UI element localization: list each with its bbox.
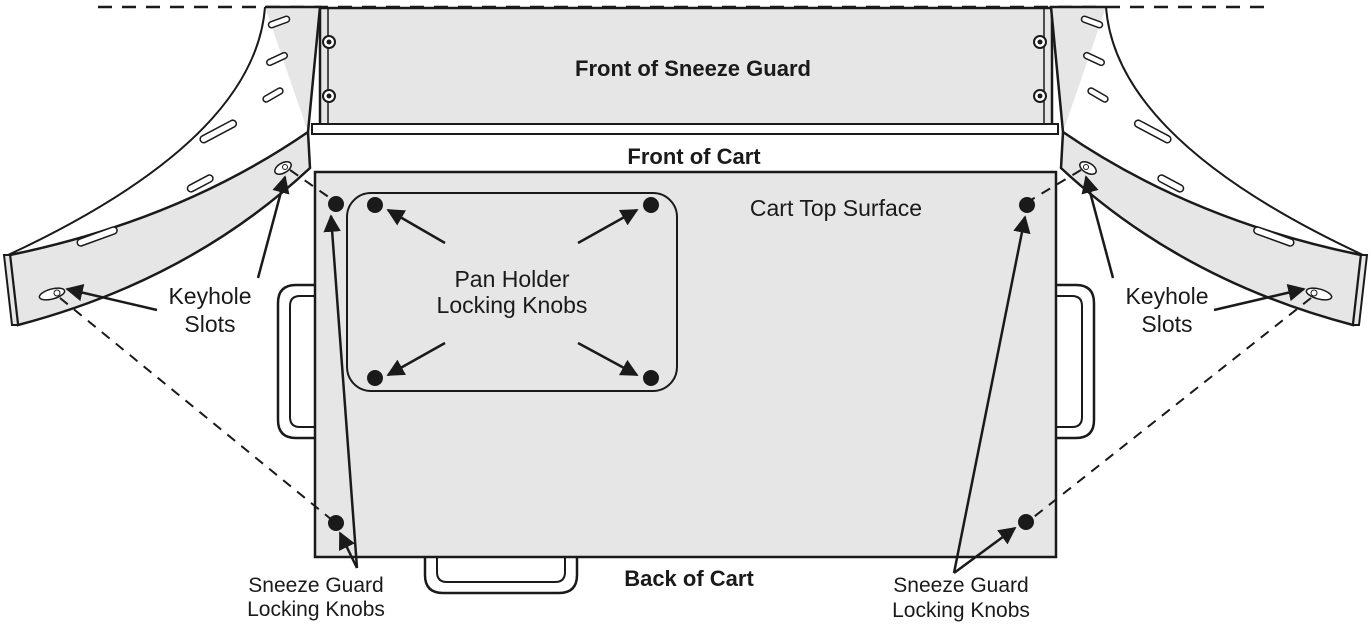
sneeze-guard-knob — [1019, 197, 1035, 213]
pan-holder-label-line2: Locking Knobs — [437, 292, 588, 318]
screw-icon — [1033, 35, 1047, 49]
keyhole-slots-left-line1: Keyhole — [168, 283, 251, 309]
sneeze-guard-knobs-left-line2: Locking Knobs — [247, 598, 385, 621]
front-of-sneeze-guard-label: Front of Sneeze Guard — [575, 56, 811, 81]
keyhole-slot-icon — [38, 287, 66, 301]
back-of-cart-label: Back of Cart — [624, 566, 754, 591]
sneeze-guard-knob — [328, 196, 344, 212]
cart-top-surface — [313, 170, 1058, 559]
pan-holder-knob — [367, 197, 383, 213]
left-side-sneeze-guard-panel — [2, 5, 322, 327]
cart-handle-back — [423, 557, 579, 595]
keyhole-slot-icon — [1305, 287, 1333, 301]
keyhole-slots-right-line1: Keyhole — [1125, 283, 1208, 309]
keyhole-slot-icon — [1079, 161, 1097, 175]
sneeze-guard-knob — [1018, 514, 1034, 530]
cart-top-surface-label: Cart Top Surface — [750, 195, 922, 221]
pan-holder-knob — [643, 370, 659, 386]
pan-holder-label-line1: Pan Holder — [454, 266, 569, 292]
screw-icon — [1033, 89, 1047, 103]
front-sneeze-guard-panel — [311, 6, 1059, 135]
pan-holder-area — [346, 192, 678, 392]
right-side-sneeze-guard-panel — [1049, 5, 1369, 327]
pan-holder-knob — [367, 370, 383, 386]
sneeze-guard-knobs-left-line1: Sneeze Guard — [248, 574, 383, 597]
callout-arrows — [65, 175, 1306, 575]
alignment-dashed-lines — [59, 169, 1312, 521]
screw-icon — [322, 35, 336, 49]
screw-icon — [322, 89, 336, 103]
keyhole-slot-icon — [274, 161, 292, 175]
keyhole-slots-right-line2: Slots — [1141, 311, 1192, 337]
keyhole-slots-left-line2: Slots — [184, 311, 235, 337]
front-of-cart-label: Front of Cart — [627, 144, 761, 169]
sneeze-guard-knob — [328, 515, 344, 531]
cart-handle-right — [1056, 283, 1096, 440]
sneeze-guard-knobs-right-line1: Sneeze Guard — [893, 574, 1028, 597]
sneeze-guard-knobs-right-line2: Locking Knobs — [892, 599, 1030, 622]
pan-holder-knob — [643, 197, 659, 213]
cart-handle-left — [276, 283, 316, 440]
